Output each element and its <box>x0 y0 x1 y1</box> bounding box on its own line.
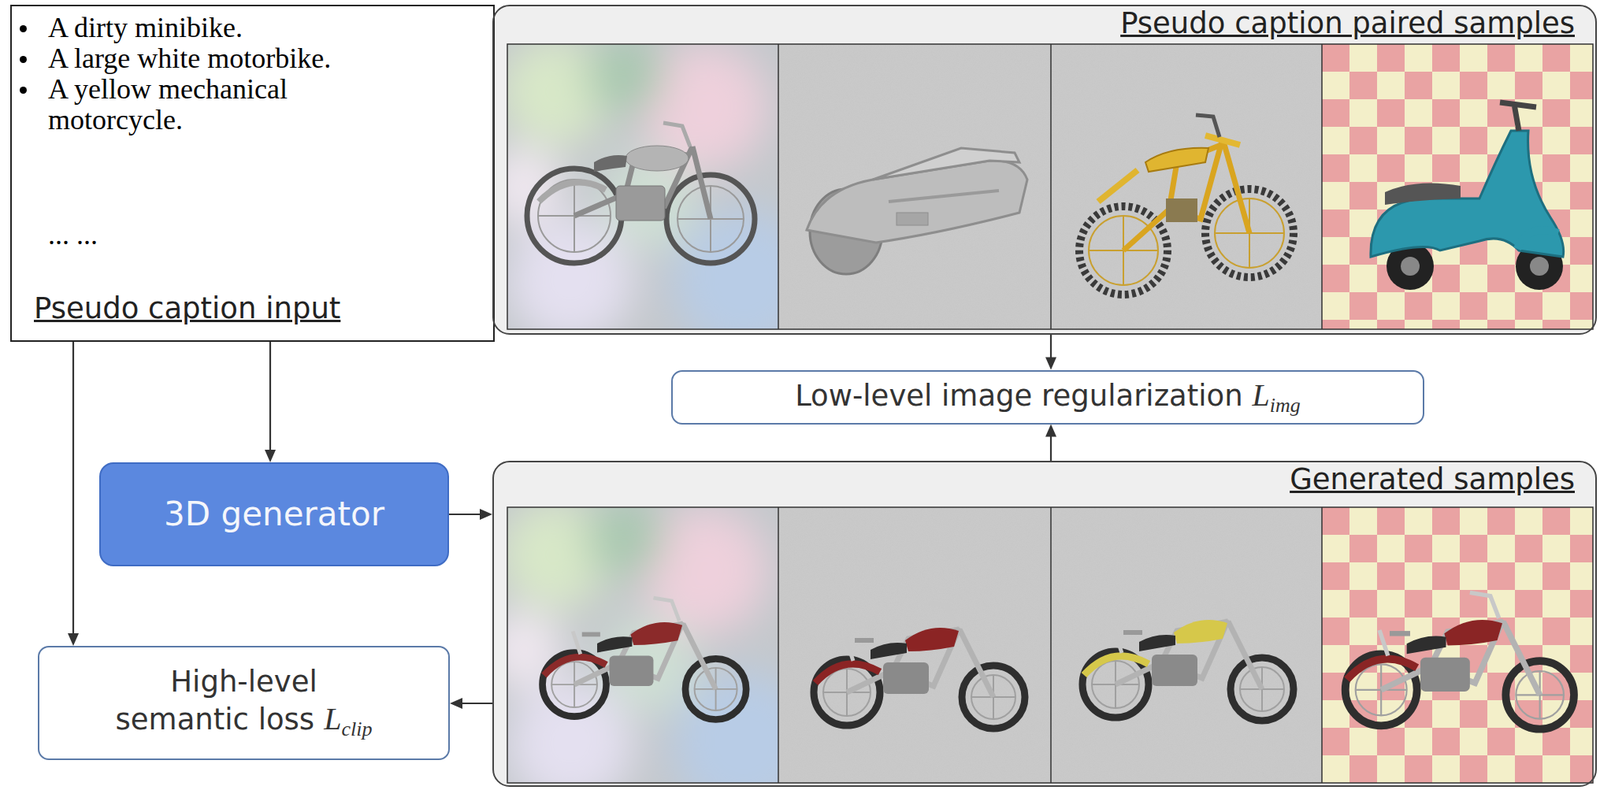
connector-line <box>269 341 271 452</box>
sample-image <box>1321 44 1593 330</box>
arrow-connector <box>449 697 493 710</box>
caption-input-box: A dirty minibike.A large white motorbike… <box>10 4 495 342</box>
arrow-head <box>264 449 276 463</box>
node-text: High-level <box>115 664 373 700</box>
arrow-head <box>479 508 493 520</box>
generator-box: 3D generator <box>99 462 450 567</box>
arrow-head <box>1045 424 1057 438</box>
math-symbol: L <box>323 701 342 737</box>
node-text: semantic loss <box>115 702 316 737</box>
generated-image <box>1050 507 1324 790</box>
math-subscript: clip <box>341 717 372 741</box>
box-heading: Pseudo caption input <box>33 291 341 327</box>
text-group: 3D generator <box>163 494 385 535</box>
arrow-connector <box>67 341 79 646</box>
connector-line <box>72 341 75 635</box>
loss-box: High-levelsemantic lossLclip <box>37 645 450 761</box>
sample-panel: Generated samples <box>492 460 1597 788</box>
node-text: 3D generator <box>163 494 385 534</box>
math-subscript: img <box>1269 393 1301 417</box>
sample-image <box>778 44 1051 330</box>
generated-image <box>1321 507 1593 784</box>
arrow-connector <box>1045 334 1057 371</box>
ellipsis-text: ... ... <box>11 219 419 251</box>
arrow-head <box>1045 357 1057 371</box>
arrow-head <box>449 697 463 710</box>
arrow-connector <box>1045 424 1057 462</box>
connector-line <box>449 513 482 516</box>
generated-image <box>483 499 815 790</box>
caption-item: A dirty minibike. <box>11 12 419 44</box>
connector-line <box>460 702 493 705</box>
node-text: Low-level image regularization <box>794 378 1243 413</box>
panel-title: Generated samples <box>1289 462 1575 498</box>
arrow-head <box>67 633 79 646</box>
generated-image <box>778 507 1051 790</box>
loss-box: Low-level image regularization Limg <box>671 370 1425 425</box>
sample-image <box>1050 44 1324 330</box>
arrow-connector <box>264 341 276 463</box>
caption-list: A dirty minibike.A large white motorbike… <box>11 12 419 251</box>
panel-title: Pseudo caption paired samples <box>1120 6 1575 41</box>
connector-line <box>1050 334 1052 360</box>
arrow-connector <box>449 508 493 520</box>
text-group: Low-level image regularization Limg <box>794 376 1301 418</box>
sample-panel: Pseudo caption paired samples <box>492 4 1597 335</box>
text-group: High-levelsemantic lossLclip <box>115 664 373 742</box>
caption-item: A yellow mechanical motorcycle. <box>11 74 419 136</box>
sample-image <box>483 36 815 352</box>
math-symbol: L <box>1252 377 1270 413</box>
caption-item: A large white motorbike. <box>11 43 419 75</box>
tile-borders <box>507 44 1593 784</box>
connector-line <box>1050 435 1052 462</box>
